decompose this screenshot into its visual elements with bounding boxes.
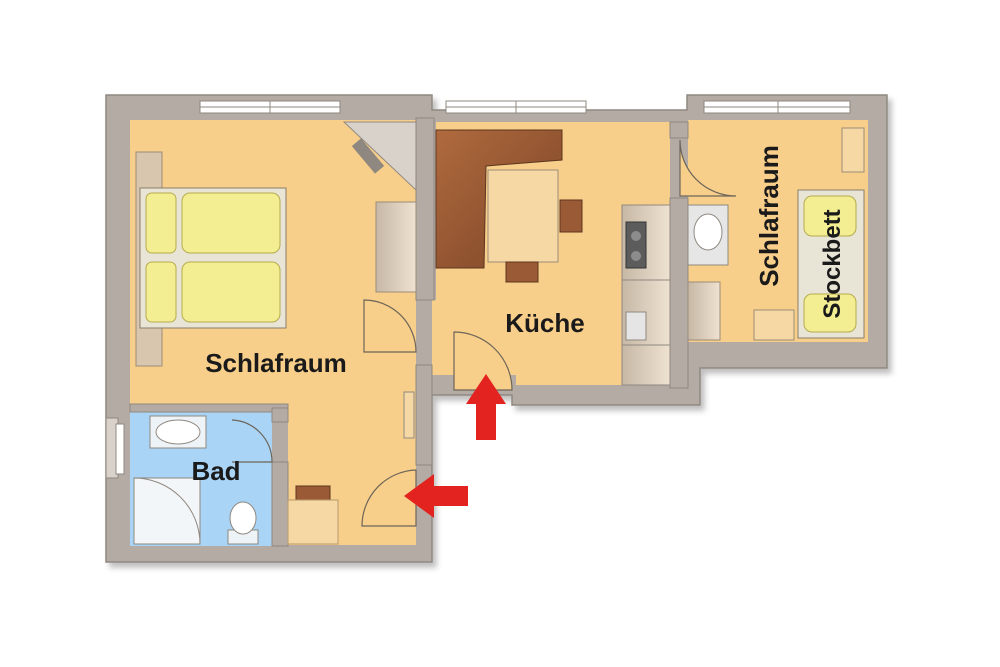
label-bedroom-main: Schlafraum: [205, 348, 347, 378]
washbasin: [687, 204, 729, 266]
bathroom-fixtures: [133, 415, 259, 545]
wardrobe: [375, 201, 417, 293]
small-wardrobe: [687, 281, 721, 341]
bedside-table: [753, 309, 795, 341]
label-kitchen: Küche: [505, 308, 584, 338]
desk-corner: [342, 121, 417, 192]
label-bedroom-small: Schlafraum: [754, 145, 784, 287]
kitchen-counter: [621, 204, 671, 386]
door-swing-icon: [231, 139, 737, 527]
label-bunk-bed: Stockbett: [819, 209, 846, 318]
coat-hooks: [403, 391, 415, 439]
label-bathroom: Bad: [191, 456, 240, 486]
hallway-chair: [287, 485, 339, 545]
shelf: [841, 127, 865, 173]
entry-arrow-icon: [404, 374, 506, 518]
bunk-bed: [797, 189, 865, 339]
double-bed: [135, 151, 287, 367]
window-icon: [115, 100, 851, 475]
corner-bench: [435, 129, 583, 283]
interior-walls: [105, 117, 689, 547]
